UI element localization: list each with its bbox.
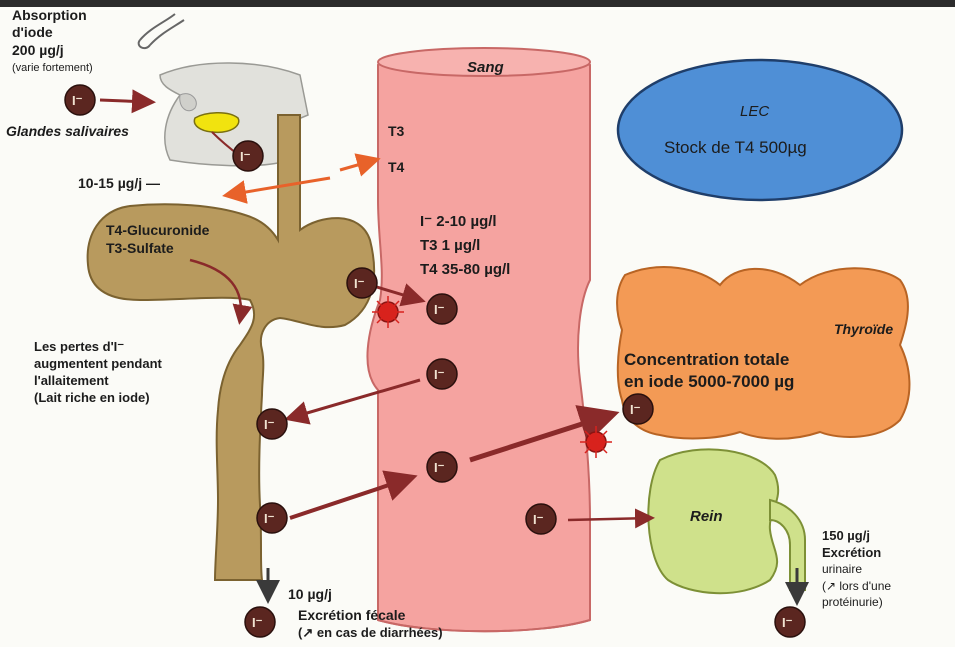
svg-text:I⁻: I⁻ xyxy=(252,615,263,630)
urinary-note: urinaire xyxy=(822,563,862,576)
thyroid-concentration: en iode 5000-7000 µg xyxy=(624,372,794,391)
iodide-ion: I⁻ xyxy=(623,394,653,424)
thyroid-concentration: Concentration totale xyxy=(624,350,789,369)
iodide-ion: I⁻ xyxy=(65,85,95,115)
blood-t4-conc: T4 35-80 µg/l xyxy=(420,262,510,279)
iodide-ion: I⁻ xyxy=(775,607,805,637)
iodide-ion: I⁻ xyxy=(245,607,275,637)
salivary-gland xyxy=(194,113,238,133)
gut-glucuronide-label: T4-Glucuronide xyxy=(106,223,209,239)
absorption-label: Absorption xyxy=(12,8,87,24)
svg-text:I⁻: I⁻ xyxy=(264,511,275,526)
lactation-note: Les pertes d'I⁻ xyxy=(34,340,124,355)
iodide-ion: I⁻ xyxy=(526,504,556,534)
cropped-title-strip xyxy=(0,0,955,7)
iodide-ion: I⁻ xyxy=(347,268,377,298)
iodide-ion: I⁻ xyxy=(233,141,263,171)
salivary-flow: 10-15 µg/j — xyxy=(78,176,160,192)
fecal-flow: 10 µg/j xyxy=(288,587,332,603)
svg-text:I⁻: I⁻ xyxy=(533,512,544,527)
blood-label: Sang xyxy=(467,60,504,77)
absorption-label: d'iode xyxy=(12,25,53,41)
intake-tube-sketch xyxy=(140,14,184,45)
svg-text:I⁻: I⁻ xyxy=(434,367,445,382)
intake-arrow xyxy=(100,100,150,102)
lec-stock: Stock de T4 500µg xyxy=(664,138,807,157)
svg-text:I⁻: I⁻ xyxy=(72,93,83,108)
lactation-note: (Lait riche en iode) xyxy=(34,391,150,406)
iodide-ion: I⁻ xyxy=(427,359,457,389)
blood-vessel xyxy=(367,54,590,632)
iodide-ion: I⁻ xyxy=(257,409,287,439)
thyroid-label: Thyroïde xyxy=(834,322,893,338)
urinary-flow: 150 µg/j xyxy=(822,529,870,544)
blood-iodide-conc: I⁻ 2-10 µg/l xyxy=(420,214,497,231)
lec-compartment xyxy=(618,60,902,200)
lec-title: LEC xyxy=(740,104,769,121)
fecal-note: (↗ en cas de diarrhées) xyxy=(298,626,443,641)
svg-text:I⁻: I⁻ xyxy=(434,460,445,475)
svg-text:I⁻: I⁻ xyxy=(434,302,445,317)
svg-text:I⁻: I⁻ xyxy=(782,615,793,630)
t4-label: T4 xyxy=(388,160,404,176)
absorption-amount: 200 µg/j xyxy=(12,43,64,59)
t3-label: T3 xyxy=(388,124,404,140)
iodide-ion: I⁻ xyxy=(257,503,287,533)
lactation-note: augmentent pendant xyxy=(34,357,162,372)
blood-t3-conc: T3 1 µg/l xyxy=(420,238,480,255)
fecal-excretion: Excrétion fécale xyxy=(298,608,405,624)
lactation-note: l'allaitement xyxy=(34,374,109,389)
gut-sulfate-label: T3-Sulfate xyxy=(106,241,174,257)
iodide-ion: I⁻ xyxy=(427,294,457,324)
svg-text:I⁻: I⁻ xyxy=(264,417,275,432)
kidney-label: Rein xyxy=(690,509,723,526)
svg-text:I⁻: I⁻ xyxy=(240,149,251,164)
absorption-note: (varie fortement) xyxy=(12,62,93,74)
svg-text:I⁻: I⁻ xyxy=(630,402,641,417)
ureter xyxy=(770,500,805,590)
urinary-note: protéinurie) xyxy=(822,596,883,609)
urinary-note: (↗ lors d'une xyxy=(822,580,891,593)
urinary-note: Excrétion xyxy=(822,546,881,561)
salivary-label: Glandes salivaires xyxy=(6,124,129,140)
svg-text:I⁻: I⁻ xyxy=(354,276,365,291)
iodide-ion: I⁻ xyxy=(427,452,457,482)
t3-arrow xyxy=(340,160,375,170)
